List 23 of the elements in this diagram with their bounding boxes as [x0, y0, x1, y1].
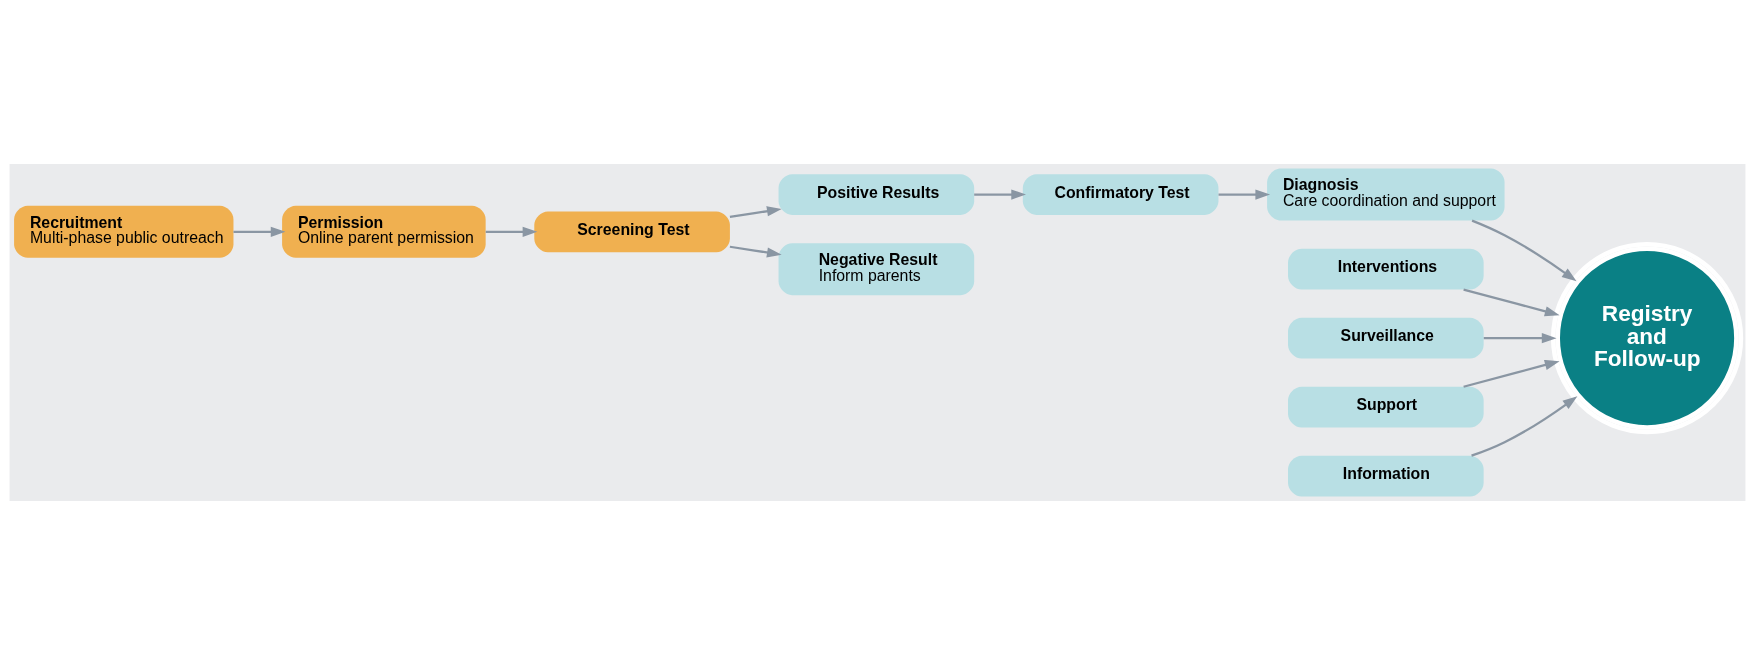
node-box: Surveillance	[1288, 317, 1484, 359]
arrow	[729, 206, 782, 219]
node-box: Permission Online parent permission	[282, 205, 486, 258]
arrow	[729, 245, 782, 258]
arrow	[1471, 396, 1578, 457]
arrow	[1471, 219, 1577, 282]
node-box: Information	[1288, 455, 1484, 497]
arrow	[1218, 189, 1271, 200]
node-box: Screening Test	[534, 211, 730, 253]
node-circle: Registry and Follow-up	[1550, 242, 1744, 435]
arrow	[1463, 288, 1560, 317]
arrow	[1463, 359, 1560, 388]
node-box: Diagnosis Care coordination and support	[1267, 168, 1505, 221]
arrow	[1483, 333, 1557, 344]
node-box: Support	[1288, 386, 1484, 428]
node-box: Interventions	[1288, 248, 1484, 290]
node-box: Recruitment Multi-phase public outreach	[14, 205, 234, 258]
arrow	[485, 226, 538, 237]
node-box: Positive Results	[778, 174, 975, 215]
node-box: Confirmatory Test	[1022, 174, 1219, 215]
node-box: Negative Result Inform parents	[778, 243, 975, 296]
arrow	[233, 226, 286, 237]
arrow	[974, 189, 1026, 200]
